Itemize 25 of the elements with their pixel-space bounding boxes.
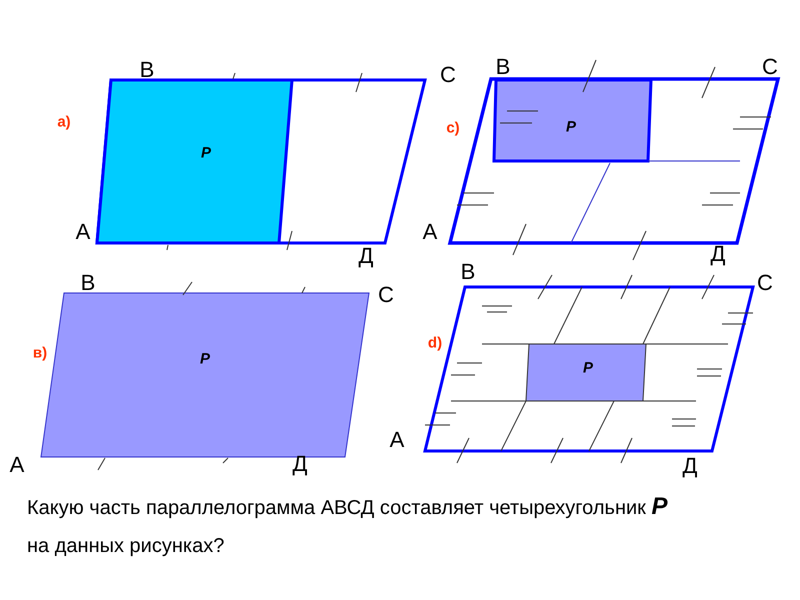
vertex-label: С <box>440 62 456 88</box>
vertex-label: С <box>757 270 773 296</box>
vertex-label: В <box>496 54 510 80</box>
vertex-label: А <box>422 219 438 245</box>
question-text: Какую часть параллелограмма АВСД составляет четырехугольник P на данных рисунках? <box>27 492 668 559</box>
vertex-label: Д <box>682 453 698 479</box>
vertex-label: А <box>10 452 24 478</box>
vertex-label: А <box>76 219 90 245</box>
vertex-label: В <box>460 259 476 285</box>
vertex-label: Д <box>358 243 374 269</box>
vertex-label: С <box>762 54 778 80</box>
region-label: P <box>583 360 593 376</box>
figure-label: c) <box>446 120 460 136</box>
vertex-label: В <box>80 270 96 296</box>
vertex-label: А <box>390 427 404 453</box>
vertex-label: Д <box>710 241 726 267</box>
vertex-label: С <box>378 282 394 308</box>
figure-label: d) <box>428 334 442 352</box>
figure-label: a) <box>57 114 71 130</box>
vertex-label: В <box>140 57 154 83</box>
region-label: P <box>200 350 210 368</box>
figure-label: в) <box>32 344 48 362</box>
region-label: P <box>566 118 576 136</box>
region-label: P <box>201 144 211 162</box>
vertex-label: Д <box>292 451 308 477</box>
